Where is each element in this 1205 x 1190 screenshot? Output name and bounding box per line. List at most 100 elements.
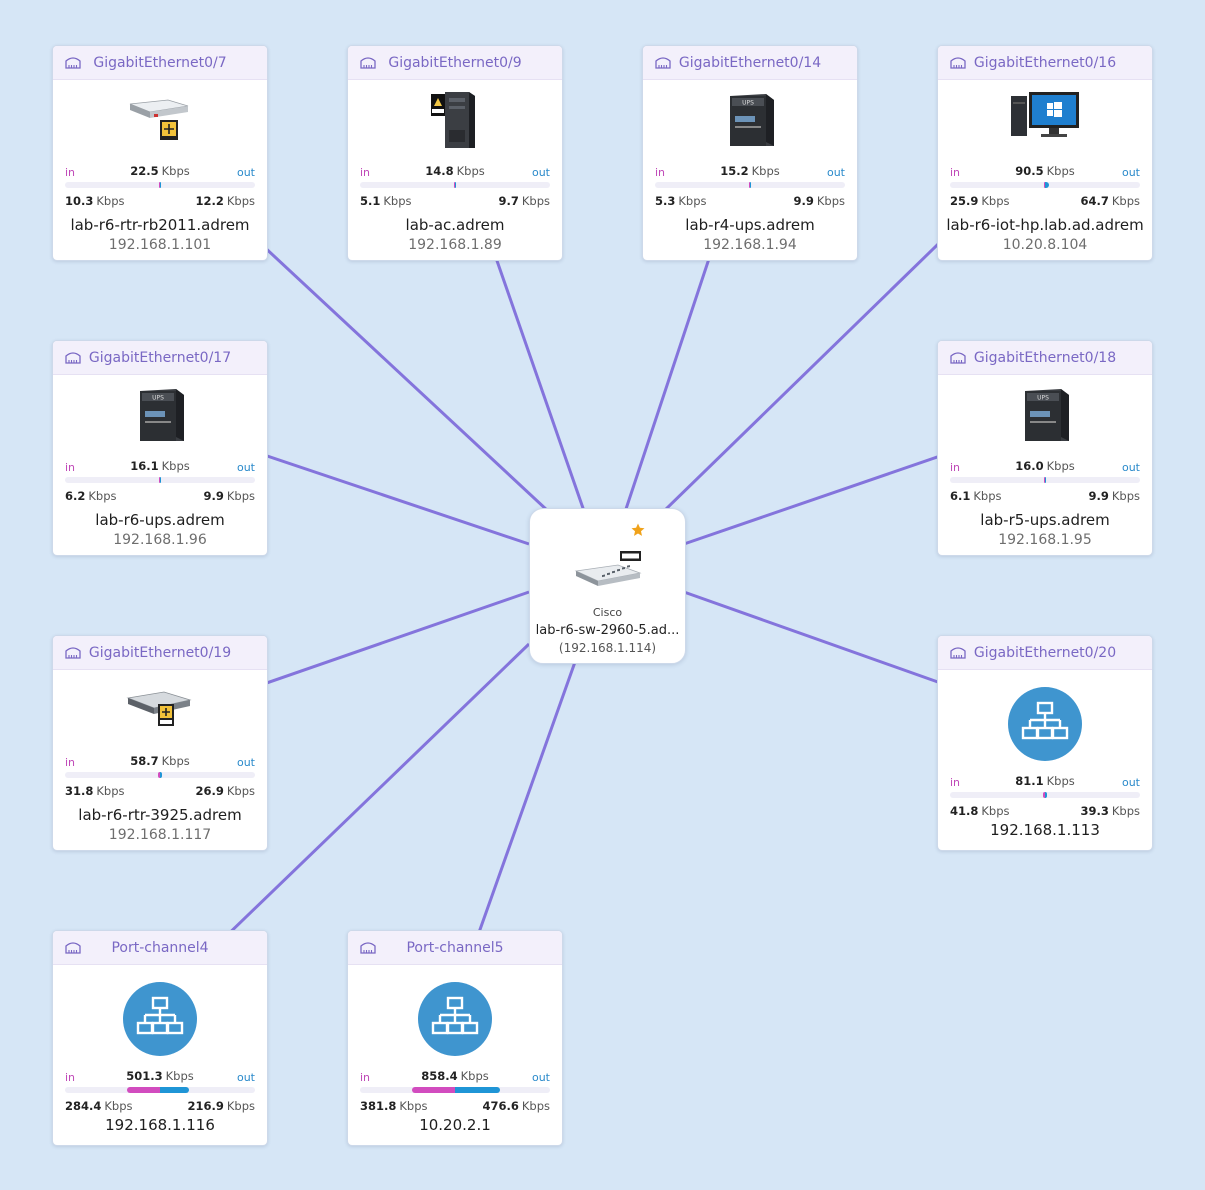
in-traffic-fill	[749, 182, 750, 188]
device-ip: 192.168.1.95	[998, 532, 1092, 548]
out-traffic-fill	[1045, 792, 1048, 798]
device-name: lab-r5-ups.adrem	[980, 511, 1110, 529]
svg-text:UPS: UPS	[1037, 395, 1049, 402]
out-traffic-fill	[455, 1087, 500, 1093]
in-traffic-fill	[126, 1087, 160, 1093]
device-name: 10.20.2.1	[419, 1116, 491, 1134]
ethernet-port-icon	[950, 352, 966, 364]
port-header[interactable]: GigabitEthernet0/14	[643, 46, 857, 80]
star-icon	[631, 523, 645, 536]
port-name: GigabitEthernet0/18	[973, 349, 1117, 366]
port-header[interactable]: GigabitEthernet0/9	[348, 46, 562, 80]
device-name: lab-r4-ups.adrem	[685, 216, 815, 234]
in-label: in	[65, 1071, 76, 1084]
traffic-bar	[950, 182, 1140, 188]
out-label: out	[531, 166, 550, 179]
in-traffic-fill	[158, 772, 160, 778]
vendor-label: Cisco	[592, 606, 623, 619]
out-traffic-fill	[750, 182, 751, 188]
traffic-bar	[360, 1087, 550, 1093]
ethernet-port-icon	[360, 57, 376, 69]
device-name: lab-r6-ups.adrem	[95, 511, 225, 529]
out-label: out	[236, 756, 255, 769]
in-traffic-fill	[454, 182, 455, 188]
port-header[interactable]: GigabitEthernet0/16	[938, 46, 1152, 80]
ups-icon: UPS	[730, 94, 774, 146]
port-header[interactable]: GigabitEthernet0/7	[53, 46, 267, 80]
ups-icon: UPS	[1025, 389, 1069, 441]
out-traffic-fill	[160, 772, 162, 778]
device-name: lab-ac.adrem	[405, 216, 505, 234]
out-traffic-fill	[160, 1087, 189, 1093]
switch-icon	[574, 551, 642, 586]
device-ip: 192.168.1.96	[113, 532, 207, 548]
port-name: GigabitEthernet0/17	[88, 349, 232, 366]
port-header[interactable]: Port-channel4	[53, 931, 267, 965]
network-icon	[1008, 687, 1082, 761]
ethernet-port-icon	[950, 647, 966, 659]
out-label: out	[236, 1071, 255, 1084]
port-header[interactable]: GigabitEthernet0/17	[53, 341, 267, 375]
in-label: in	[950, 776, 961, 789]
out-label: out	[236, 166, 255, 179]
ethernet-port-icon	[655, 57, 671, 69]
ups-icon: UPS	[140, 389, 184, 441]
port-header[interactable]: GigabitEthernet0/18	[938, 341, 1152, 375]
ethernet-port-icon	[65, 942, 81, 954]
traffic-bar	[950, 792, 1140, 798]
port-header[interactable]: Port-channel5	[348, 931, 562, 965]
center-switch-node[interactable]: Cisco lab-r6-sw-2960-5.ad... (192.168.1.…	[529, 508, 686, 664]
device-name: lab-r6-iot-hp.lab.ad.adrem	[946, 216, 1144, 234]
device-ip: 192.168.1.94	[703, 237, 797, 253]
out-label: out	[531, 1071, 550, 1084]
network-icon	[123, 982, 197, 1056]
svg-text:UPS: UPS	[152, 395, 164, 402]
out-label: out	[1121, 776, 1140, 789]
in-traffic-fill	[1043, 182, 1045, 188]
svg-text:UPS: UPS	[742, 100, 754, 107]
ethernet-port-icon	[360, 942, 376, 954]
out-label: out	[826, 166, 845, 179]
port-name: GigabitEthernet0/9	[388, 54, 522, 71]
in-label: in	[65, 166, 76, 179]
port-header[interactable]: GigabitEthernet0/20	[938, 636, 1152, 670]
port-name: Port-channel5	[406, 939, 504, 956]
traffic-bar	[65, 182, 255, 188]
device-ip: 192.168.1.89	[408, 237, 502, 253]
in-traffic-fill	[412, 1087, 455, 1093]
traffic-bar	[360, 182, 550, 188]
port-header[interactable]: GigabitEthernet0/19	[53, 636, 267, 670]
out-traffic-fill	[160, 182, 161, 188]
out-label: out	[236, 461, 255, 474]
in-label: in	[950, 461, 961, 474]
device-name: 192.168.1.116	[105, 1116, 215, 1134]
in-traffic-fill	[159, 182, 160, 188]
